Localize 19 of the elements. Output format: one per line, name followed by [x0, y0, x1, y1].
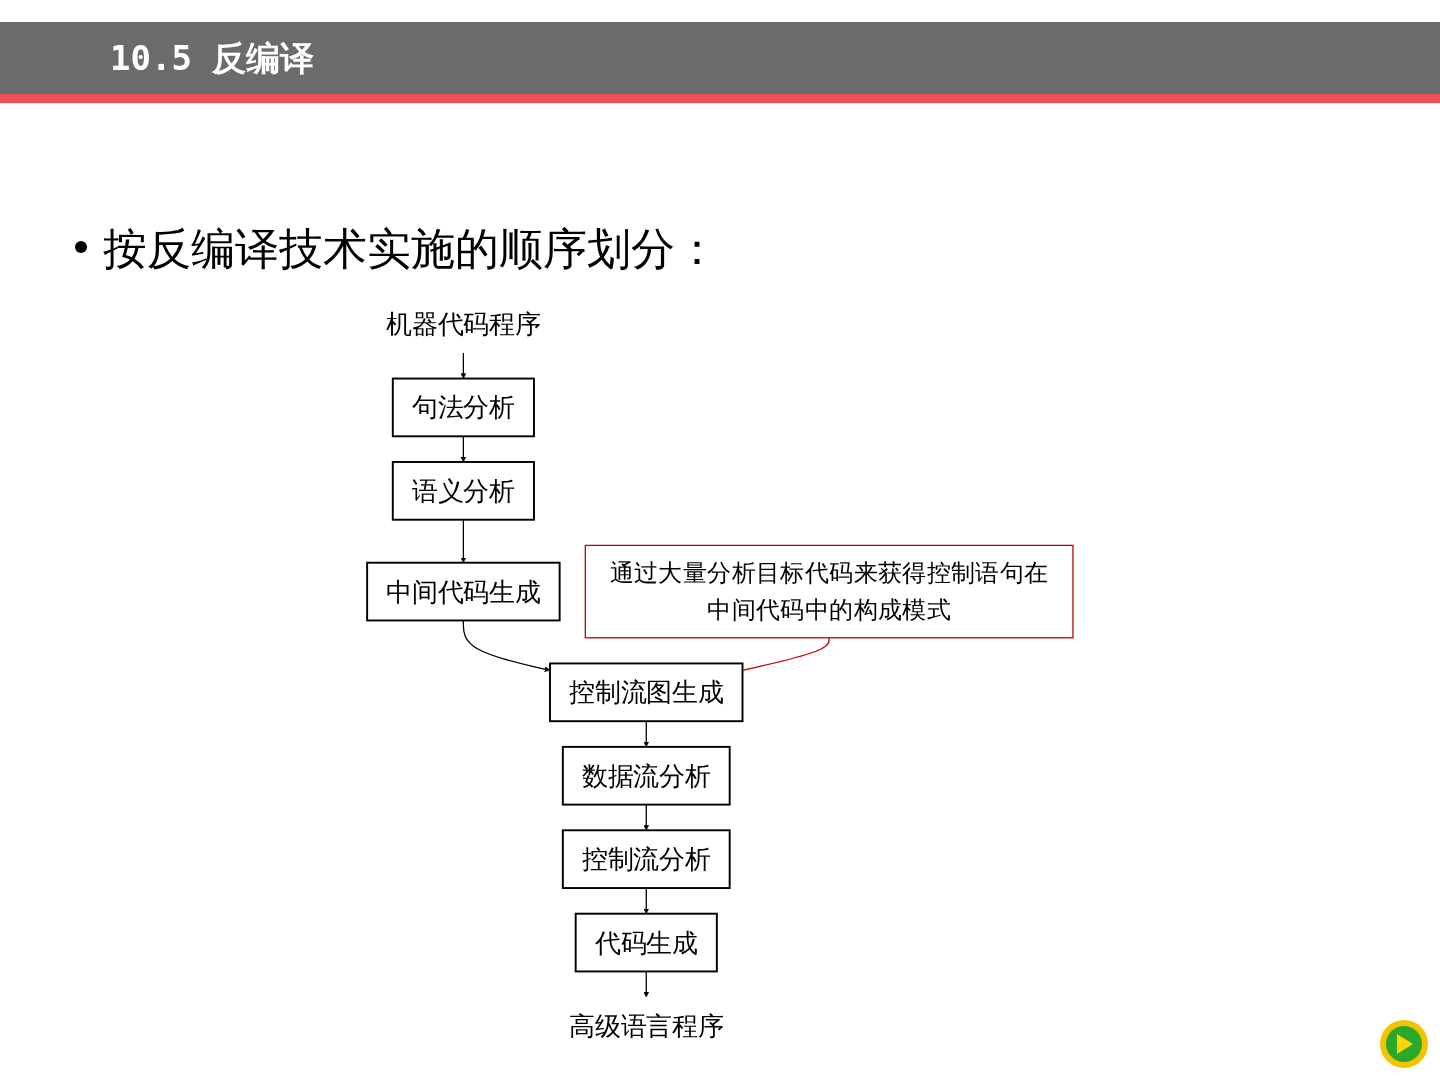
- node-box: 句法分析: [391, 377, 535, 438]
- node-box: 代码生成: [574, 912, 718, 973]
- slide-title: 10.5 反编译: [110, 37, 315, 80]
- node-box: 控制流分析: [561, 829, 731, 889]
- arrow: [643, 887, 650, 914]
- bullet-text: 按反编译技术实施的顺序划分：: [103, 222, 719, 276]
- node-box: 控制流图生成: [549, 662, 744, 723]
- node-text: 高级语言程序: [569, 1011, 724, 1041]
- node-box: 中间代码生成: [366, 561, 561, 622]
- arrow: [460, 519, 467, 563]
- arrow: [643, 804, 650, 831]
- node-text: 机器代码程序: [386, 309, 541, 339]
- arrow: [643, 720, 650, 748]
- node-box: 通过大量分析目标代码来获得控制语句在中间代码中的构成模式: [584, 544, 1074, 639]
- arrow: [460, 352, 467, 379]
- arrow: [460, 435, 467, 463]
- arrow: [643, 970, 650, 998]
- node-box: 语义分析: [391, 461, 535, 521]
- node-box: 数据流分析: [561, 745, 731, 806]
